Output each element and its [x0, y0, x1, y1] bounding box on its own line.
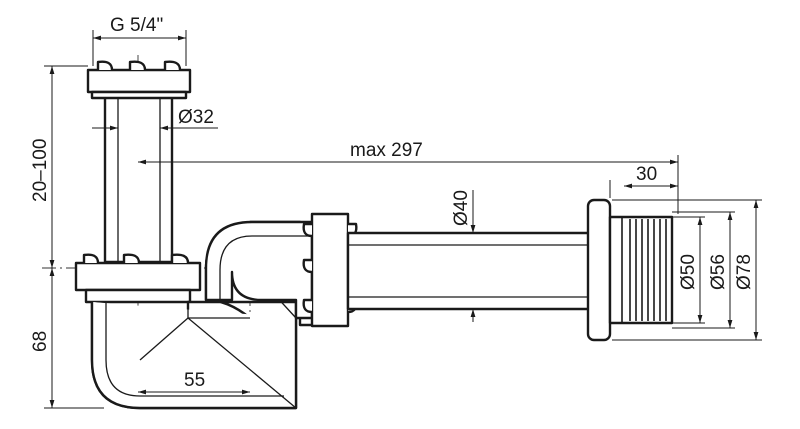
label-dia-socket-outer: Ø56	[708, 254, 729, 290]
dim-socket-inner: Ø50	[672, 216, 705, 324]
dim-offset: 55	[138, 370, 250, 395]
label-socket-depth: 30	[636, 164, 657, 185]
label-length-max: max 297	[350, 140, 423, 161]
dim-socket-outer: Ø56	[672, 211, 735, 329]
label-dia-pipe: Ø40	[451, 190, 472, 226]
label-dia-inlet: Ø32	[178, 107, 214, 128]
dim-max-length: max 297	[138, 140, 679, 214]
dim-thread: G 5/4"	[92, 15, 187, 66]
dim-pipe-diameter: Ø40	[451, 190, 476, 322]
label-thread: G 5/4"	[110, 15, 163, 36]
dim-seal-height: 68	[30, 268, 104, 409]
label-offset: 55	[184, 370, 205, 391]
trap-body	[90, 220, 320, 410]
wall-flange	[586, 198, 612, 342]
label-dia-socket-inner: Ø50	[678, 254, 699, 290]
dim-height-adjust: 20–100	[30, 65, 88, 268]
threaded-socket	[608, 215, 674, 325]
label-seal-height: 68	[30, 331, 51, 352]
label-height-adjust: 20–100	[30, 139, 51, 202]
label-dia-flange: Ø78	[734, 254, 755, 290]
inlet-pipe	[103, 90, 174, 264]
dim-socket-depth: 30	[609, 164, 678, 198]
lower-nut	[74, 253, 202, 304]
dim-inlet-diameter: Ø32	[92, 107, 218, 131]
outlet-pipe	[346, 231, 592, 311]
dim-flange-diameter: Ø78	[612, 199, 762, 341]
top-nut	[86, 60, 192, 100]
